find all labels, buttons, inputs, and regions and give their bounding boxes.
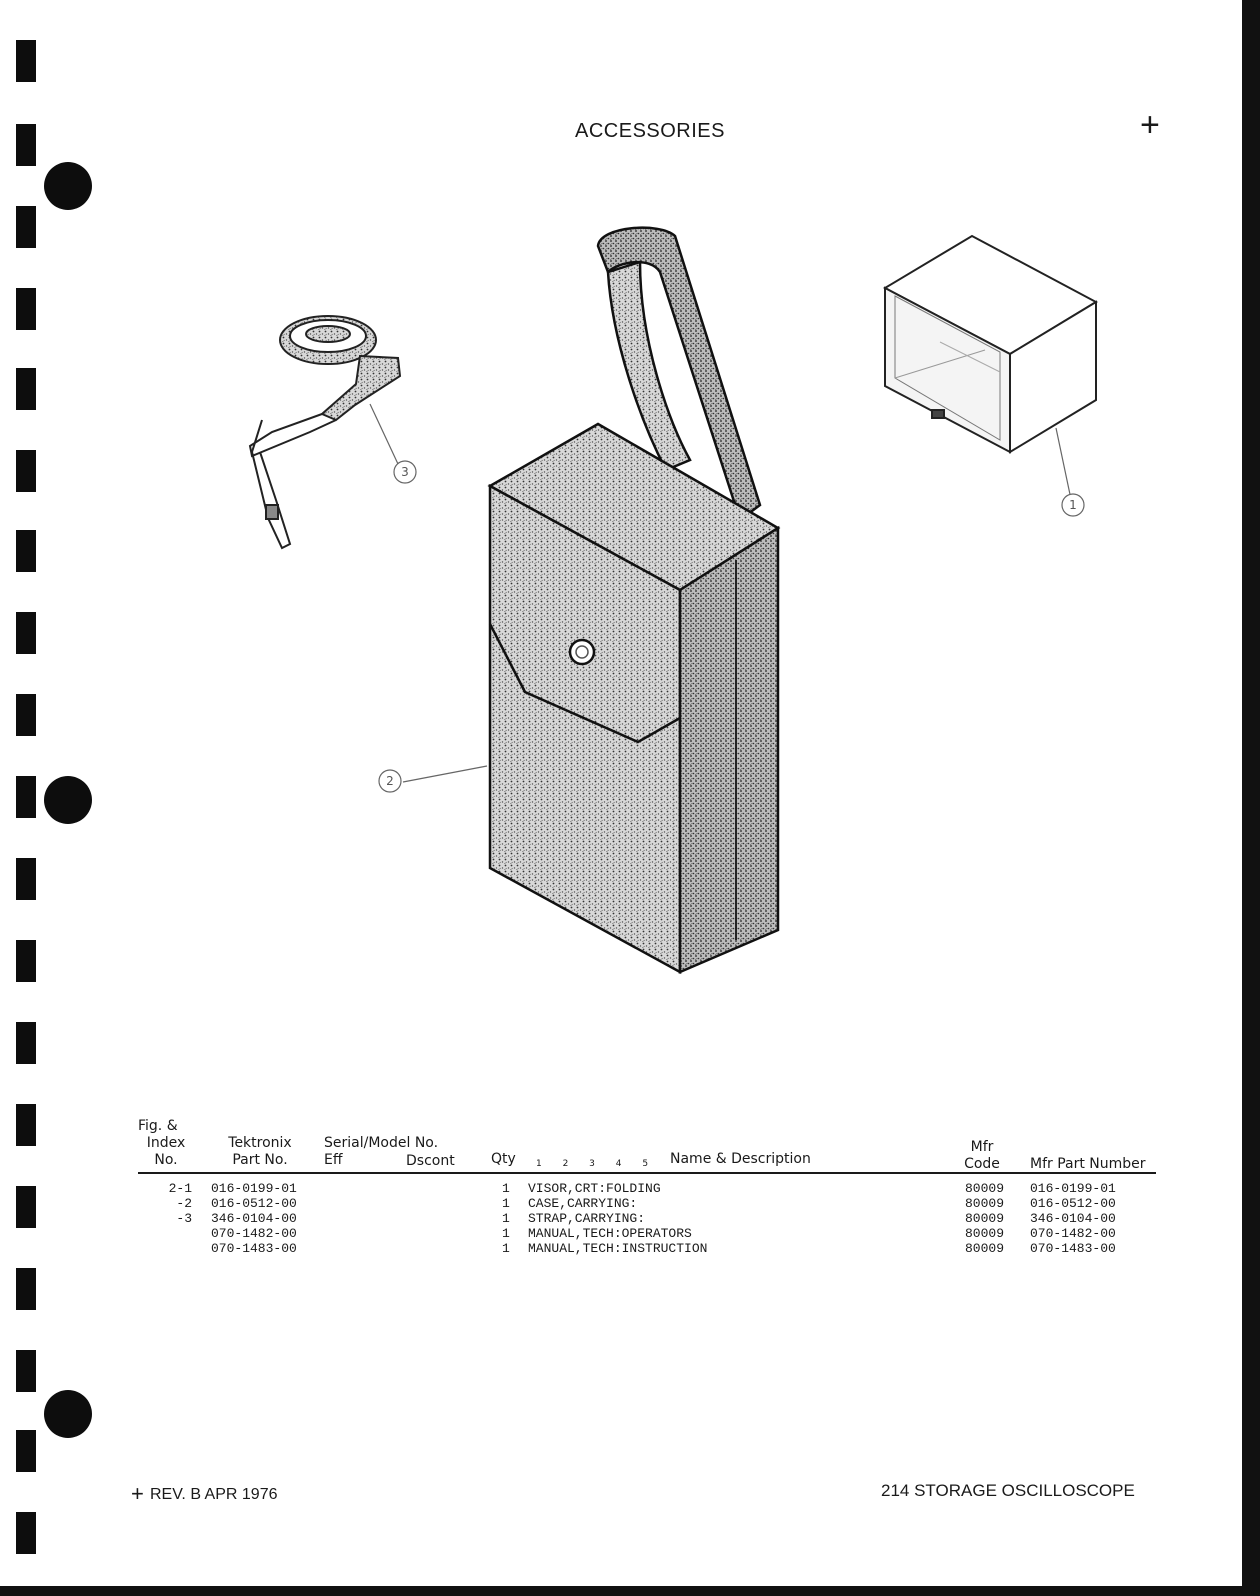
row-part-number: 070-1482-00 <box>211 1226 297 1241</box>
binder-mark <box>16 1268 36 1310</box>
scan-edge-right <box>1242 0 1260 1596</box>
header-qty: Qty <box>491 1151 516 1167</box>
row-part-number: 070-1483-00 <box>211 1241 297 1256</box>
binder-mark <box>16 1430 36 1472</box>
callout-label: 2 <box>386 774 394 788</box>
row-qty: 1 <box>502 1226 510 1241</box>
binder-mark <box>16 206 36 248</box>
row-description: MANUAL,TECH:INSTRUCTION <box>528 1241 708 1256</box>
binder-mark <box>16 1022 36 1064</box>
row-qty: 1 <box>502 1196 510 1211</box>
header-name-description: Name & Description <box>670 1151 811 1167</box>
row-mfr-code: 80009 <box>965 1196 1005 1211</box>
row-description: MANUAL,TECH:OPERATORS <box>528 1226 692 1241</box>
row-mfr-part: 016-0512-00 <box>1030 1196 1116 1211</box>
scan-edge-bottom <box>0 1586 1260 1596</box>
header-fig-line1: Fig. & <box>138 1118 178 1134</box>
header-serial-model: Serial/Model No. <box>324 1135 439 1151</box>
binder-mark <box>16 450 36 492</box>
row-mfr-part: 016-0199-01 <box>1030 1181 1116 1196</box>
page-title: ACCESSORIES <box>575 120 725 142</box>
row-description: CASE,CARRYING: <box>528 1196 638 1211</box>
binder-mark <box>16 1104 36 1146</box>
accessories-illustration: 3 1 2 <box>248 226 1099 975</box>
table-header-rule <box>138 1172 1156 1174</box>
header-mfr-part: Mfr Part Number <box>1030 1156 1146 1172</box>
row-index: -2 <box>176 1196 192 1211</box>
strap-drawing <box>248 315 402 550</box>
registration-mark-footer: + <box>131 1481 144 1506</box>
binder-mark <box>16 1350 36 1392</box>
revision-label: REV. B APR 1976 <box>150 1486 278 1503</box>
binder-mark <box>16 1186 36 1228</box>
row-mfr-part: 070-1483-00 <box>1030 1241 1116 1256</box>
row-part-number: 016-0199-01 <box>211 1181 297 1196</box>
header-part-line2: Part No. <box>232 1152 288 1168</box>
header-fig-line3: No. <box>154 1152 178 1168</box>
row-qty: 1 <box>502 1181 510 1196</box>
binder-mark <box>16 40 36 82</box>
row-index: -3 <box>176 1211 192 1226</box>
binder-mark <box>16 940 36 982</box>
row-qty: 1 <box>502 1241 510 1256</box>
row-description: VISOR,CRT:FOLDING <box>528 1181 661 1196</box>
callout-2 <box>378 769 402 793</box>
header-mfr-code-line1: Mfr <box>970 1139 994 1155</box>
row-description: STRAP,CARRYING: <box>528 1211 646 1226</box>
row-part-number: 016-0512-00 <box>211 1196 297 1211</box>
binder-mark <box>16 1512 36 1554</box>
header-part-line1: Tektronix <box>228 1135 292 1151</box>
binder-mark <box>16 288 36 330</box>
punch-hole <box>44 162 92 210</box>
callout-3 <box>393 460 417 484</box>
binder-mark <box>16 612 36 654</box>
product-name: 214 STORAGE OSCILLOSCOPE <box>881 1481 1135 1500</box>
punch-hole <box>44 776 92 824</box>
registration-mark: + <box>1140 106 1160 144</box>
binder-mark <box>16 124 36 166</box>
row-index: 2-1 <box>168 1181 192 1196</box>
row-mfr-code: 80009 <box>965 1226 1005 1241</box>
header-mfr-code-line2: Code <box>964 1156 1000 1172</box>
header-dscont: Dscont <box>406 1153 455 1169</box>
row-mfr-code: 80009 <box>965 1241 1005 1256</box>
case-drawing <box>487 226 781 975</box>
row-mfr-part: 070-1482-00 <box>1030 1226 1116 1241</box>
binder-mark <box>16 694 36 736</box>
binder-mark <box>16 368 36 410</box>
row-mfr-code: 80009 <box>965 1211 1005 1226</box>
row-qty: 1 <box>502 1211 510 1226</box>
visor-drawing <box>882 234 1099 454</box>
callout-1 <box>1061 493 1085 517</box>
header-indent-levels: 1 2 3 4 5 <box>536 1159 658 1169</box>
row-mfr-part: 346-0104-00 <box>1030 1211 1116 1226</box>
callout-label: 1 <box>1069 498 1077 512</box>
binder-mark <box>16 858 36 900</box>
punch-hole <box>44 1390 92 1438</box>
row-mfr-code: 80009 <box>965 1181 1005 1196</box>
binder-mark <box>16 530 36 572</box>
row-part-number: 346-0104-00 <box>211 1211 297 1226</box>
binder-mark <box>16 776 36 818</box>
callout-label: 3 <box>401 465 409 479</box>
header-eff: Eff <box>324 1152 343 1168</box>
header-fig-line2: Index <box>146 1135 186 1151</box>
